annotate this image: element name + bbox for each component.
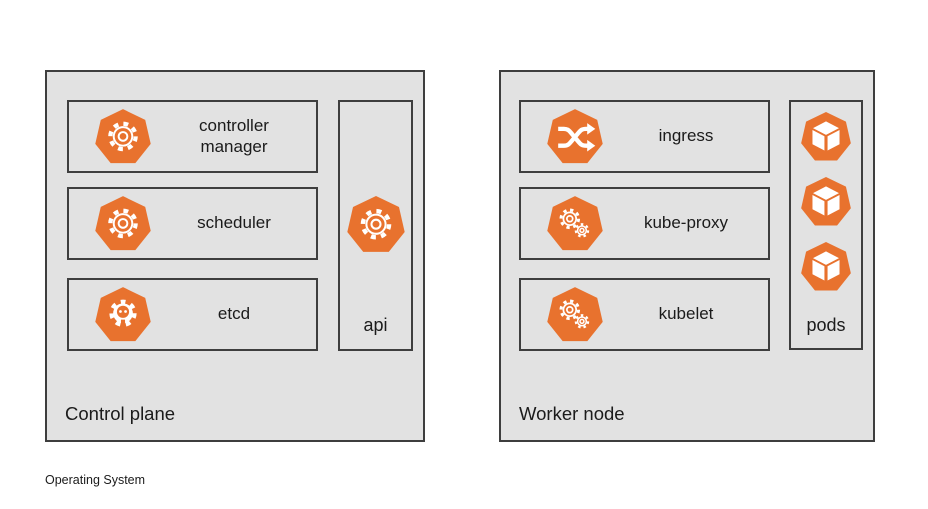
pods-label: pods bbox=[806, 315, 846, 335]
double-gear-icon bbox=[546, 195, 604, 253]
api-label: api bbox=[363, 315, 388, 335]
component-scheduler: scheduler bbox=[67, 187, 318, 260]
double-gear-icon bbox=[546, 286, 604, 344]
component-label-wrap: controller manager bbox=[152, 116, 316, 156]
gear-icon bbox=[346, 194, 406, 254]
cube-icon bbox=[800, 241, 852, 293]
etcd-gear-icon bbox=[94, 286, 152, 344]
component-label: etcd bbox=[217, 304, 251, 324]
component-label: scheduler bbox=[197, 213, 271, 233]
component-controller-manager: controller manager bbox=[67, 100, 318, 173]
shuffle-arrows-icon bbox=[546, 108, 604, 166]
component-label: ingress bbox=[658, 126, 714, 146]
component-label-wrap: etcd bbox=[152, 304, 316, 324]
component-label-wrap: scheduler bbox=[152, 213, 316, 233]
component-label-wrap: kube-proxy bbox=[604, 213, 768, 233]
component-ingress: ingress bbox=[519, 100, 770, 173]
api-box: api bbox=[338, 100, 413, 351]
component-label: kubelet bbox=[658, 304, 714, 324]
gear-icon bbox=[94, 195, 152, 253]
cube-icon bbox=[800, 176, 852, 228]
component-kube-proxy: kube-proxy bbox=[519, 187, 770, 260]
cube-icon bbox=[800, 111, 852, 163]
worker-node-title: Worker node bbox=[519, 403, 625, 424]
component-label: kube-proxy bbox=[643, 213, 729, 233]
control-plane-title: Control plane bbox=[65, 403, 176, 424]
component-etcd: etcd bbox=[67, 278, 318, 351]
pods-box: pods bbox=[789, 100, 863, 350]
component-label-wrap: ingress bbox=[604, 126, 768, 146]
control-plane-panel: controller manager scheduler etcd api Co… bbox=[45, 70, 425, 442]
component-label: controller manager bbox=[199, 116, 269, 156]
gear-icon bbox=[94, 108, 152, 166]
operating-system-label: Operating System bbox=[45, 473, 146, 487]
component-label-wrap: kubelet bbox=[604, 304, 768, 324]
worker-node-panel: ingress kube-proxy kubelet pods Worker n… bbox=[499, 70, 875, 442]
component-kubelet: kubelet bbox=[519, 278, 770, 351]
